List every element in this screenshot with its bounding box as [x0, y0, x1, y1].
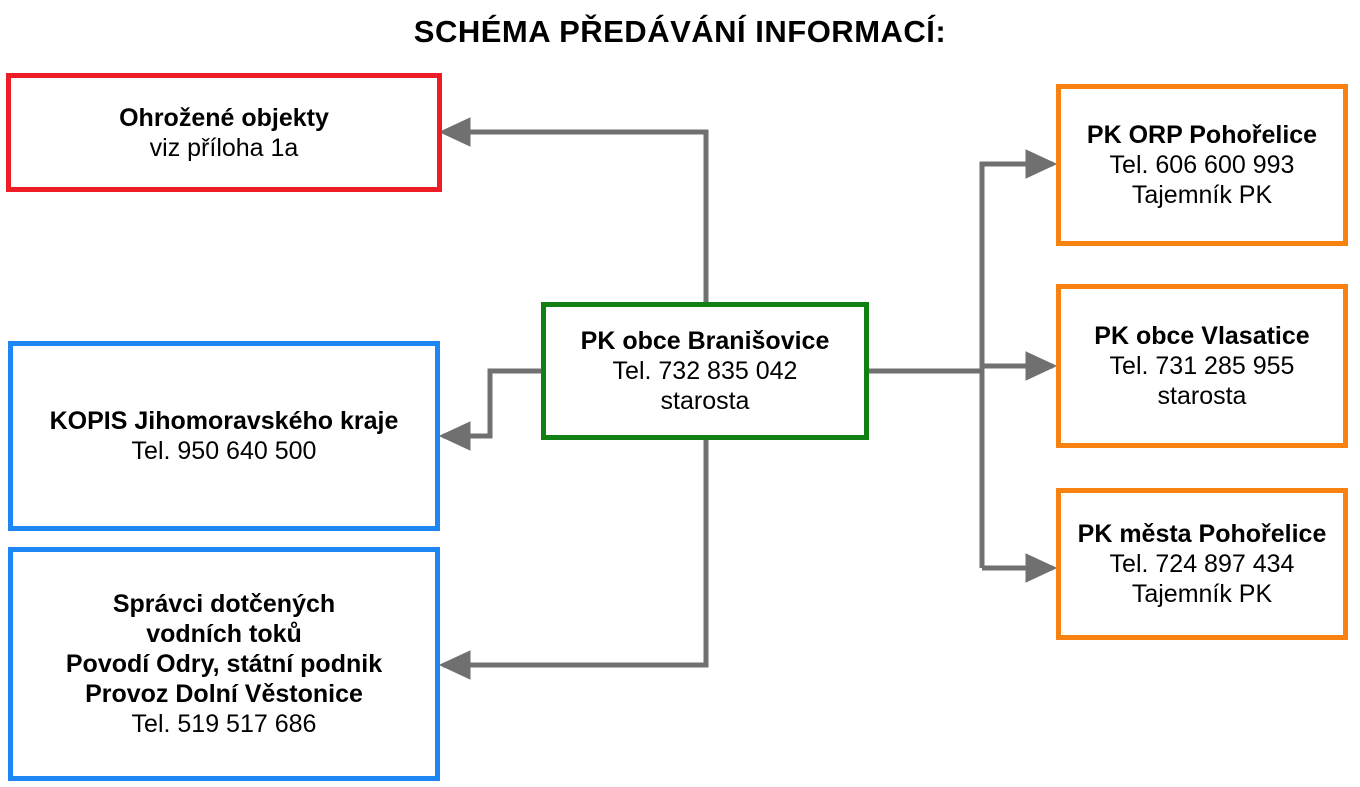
river-managers-line3: Povodí Odry, státní podnik [65, 650, 383, 678]
river-managers-line1: Správci dotčených [112, 590, 336, 618]
center-phone: Tel. 732 835 042 [612, 357, 798, 385]
arrow-to-river [443, 440, 709, 668]
orp-title: PK ORP Pohořelice [1086, 121, 1318, 149]
kopis-phone: Tel. 950 640 500 [131, 437, 317, 465]
vlasatice-title: PK obce Vlasatice [1094, 322, 1310, 350]
threatened-objects-box: Ohrožené objekty viz příloha 1a [6, 73, 442, 192]
kopis-title: KOPIS Jihomoravského kraje [49, 407, 399, 435]
kopis-box: KOPIS Jihomoravského kraje Tel. 950 640 … [8, 341, 440, 531]
center-box: PK obce Branišovice Tel. 732 835 042 sta… [541, 302, 869, 440]
center-title: PK obce Branišovice [580, 327, 830, 355]
town-phone: Tel. 724 897 434 [1109, 550, 1295, 578]
orp-phone: Tel. 606 600 993 [1109, 151, 1295, 179]
threatened-objects-note: viz příloha 1a [149, 133, 299, 162]
arrow-to-kopis [443, 368, 541, 439]
vlasatice-role: starosta [1157, 382, 1247, 410]
orp-role: Tajemník PK [1131, 181, 1273, 209]
vlasatice-box: PK obce Vlasatice Tel. 731 285 955 staro… [1056, 284, 1348, 448]
town-box: PK města Pohořelice Tel. 724 897 434 Taj… [1056, 488, 1348, 640]
river-managers-phone: Tel. 519 517 686 [131, 710, 317, 738]
town-title: PK města Pohořelice [1077, 520, 1327, 548]
arrowhead-orp [1025, 149, 1058, 179]
arrowhead-town [1025, 553, 1058, 583]
arrowhead-vlasatice [1025, 351, 1058, 381]
arrowhead-river [438, 650, 471, 680]
town-role: Tajemník PK [1131, 580, 1273, 608]
center-role: starosta [660, 387, 750, 415]
vlasatice-phone: Tel. 731 285 955 [1109, 352, 1295, 380]
arrowhead-kopis [438, 421, 471, 451]
diagram-title: SCHÉMA PŘEDÁVÁNÍ INFORMACÍ: [413, 14, 947, 49]
arrowhead-threatened [438, 117, 471, 147]
river-managers-box: Správci dotčených vodních toků Povodí Od… [8, 547, 440, 781]
arrow-to-threatened [445, 129, 709, 302]
river-managers-line2: vodních toků [146, 620, 302, 648]
threatened-objects-title: Ohrožené objekty [119, 103, 329, 132]
river-managers-line4: Provoz Dolní Věstonice [85, 680, 363, 708]
orp-box: PK ORP Pohořelice Tel. 606 600 993 Tajem… [1056, 84, 1348, 246]
